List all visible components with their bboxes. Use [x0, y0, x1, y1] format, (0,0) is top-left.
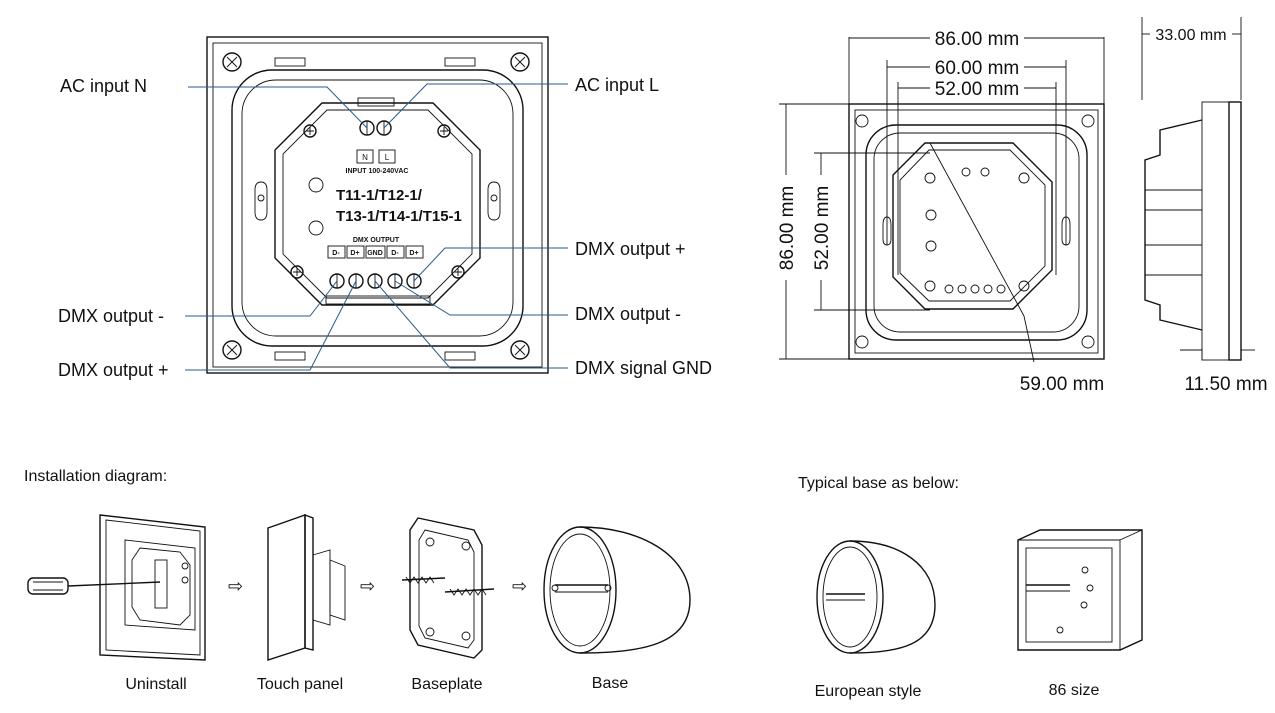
base-label-european: European style [815, 683, 922, 700]
arrow-icon: ⇨ [360, 576, 375, 596]
out-term-label: D- [332, 250, 340, 257]
label-dmx-output-minus-right: DMX output - [575, 304, 681, 324]
out-term-label: D+ [409, 250, 418, 257]
terminal-l-label: L [385, 153, 390, 162]
corner-screw-icon [222, 52, 530, 360]
dim-inner-height: 52.00 mm [812, 186, 833, 270]
baseplate-illustration [401, 517, 495, 659]
step-label-touch-panel: Touch panel [257, 676, 343, 693]
dim-depth-plate: 11.50 mm [1184, 374, 1267, 395]
bases-title: Typical base as below: [798, 475, 959, 492]
output-screw-terminals [325, 273, 431, 305]
leader-lines [185, 83, 568, 371]
dim-inner-width-2: 52.00 mm [935, 79, 1019, 100]
base-illustration [543, 526, 691, 654]
side-view-drawing [1141, 17, 1255, 361]
base-label-86-size: 86 size [1049, 682, 1100, 699]
input-rating-label: INPUT 100-240VAC [346, 168, 409, 175]
label-ac-input-l: AC input L [575, 75, 659, 95]
label-dmx-output-plus-right: DMX output + [575, 239, 686, 259]
out-term-label: GND [367, 250, 383, 257]
dim-inner-width-1: 60.00 mm [935, 58, 1019, 79]
out-term-label: D- [391, 250, 399, 257]
dim-depth-total: 33.00 mm [1155, 27, 1226, 44]
out-term-label: D+ [350, 250, 359, 257]
label-dmx-output-plus-left: DMX output + [58, 360, 169, 380]
installation-title: Installation diagram: [24, 468, 167, 485]
arrow-icon: ⇨ [228, 576, 243, 596]
label-dmx-signal-gnd: DMX signal GND [575, 358, 712, 378]
dim-diagonal: 59.00 mm [1020, 374, 1104, 395]
uninstall-illustration [27, 514, 206, 661]
label-ac-input-n: AC input N [60, 76, 147, 96]
step-label-uninstall: Uninstall [125, 676, 186, 693]
dmx-output-title: DMX OUTPUT [353, 237, 400, 244]
terminal-n-label: N [362, 153, 368, 162]
model-line-2: T13-1/T14-1/T15-1 [336, 208, 462, 225]
dim-height: 86.00 mm [777, 186, 798, 270]
arrow-icon: ⇨ [512, 576, 527, 596]
dimension-drawing [779, 37, 1105, 363]
step-label-base: Base [592, 675, 629, 692]
model-line-1: T11-1/T12-1/ [336, 187, 423, 204]
european-base-illustration [816, 540, 936, 654]
dim-width: 86.00 mm [935, 29, 1019, 50]
box-86-base-illustration [1017, 529, 1143, 651]
step-label-baseplate: Baseplate [411, 676, 482, 693]
label-dmx-output-minus-left: DMX output - [58, 306, 164, 326]
output-terminal-labels: D- D+ GND D- D+ [327, 245, 424, 259]
touch-panel-illustration [267, 513, 346, 661]
